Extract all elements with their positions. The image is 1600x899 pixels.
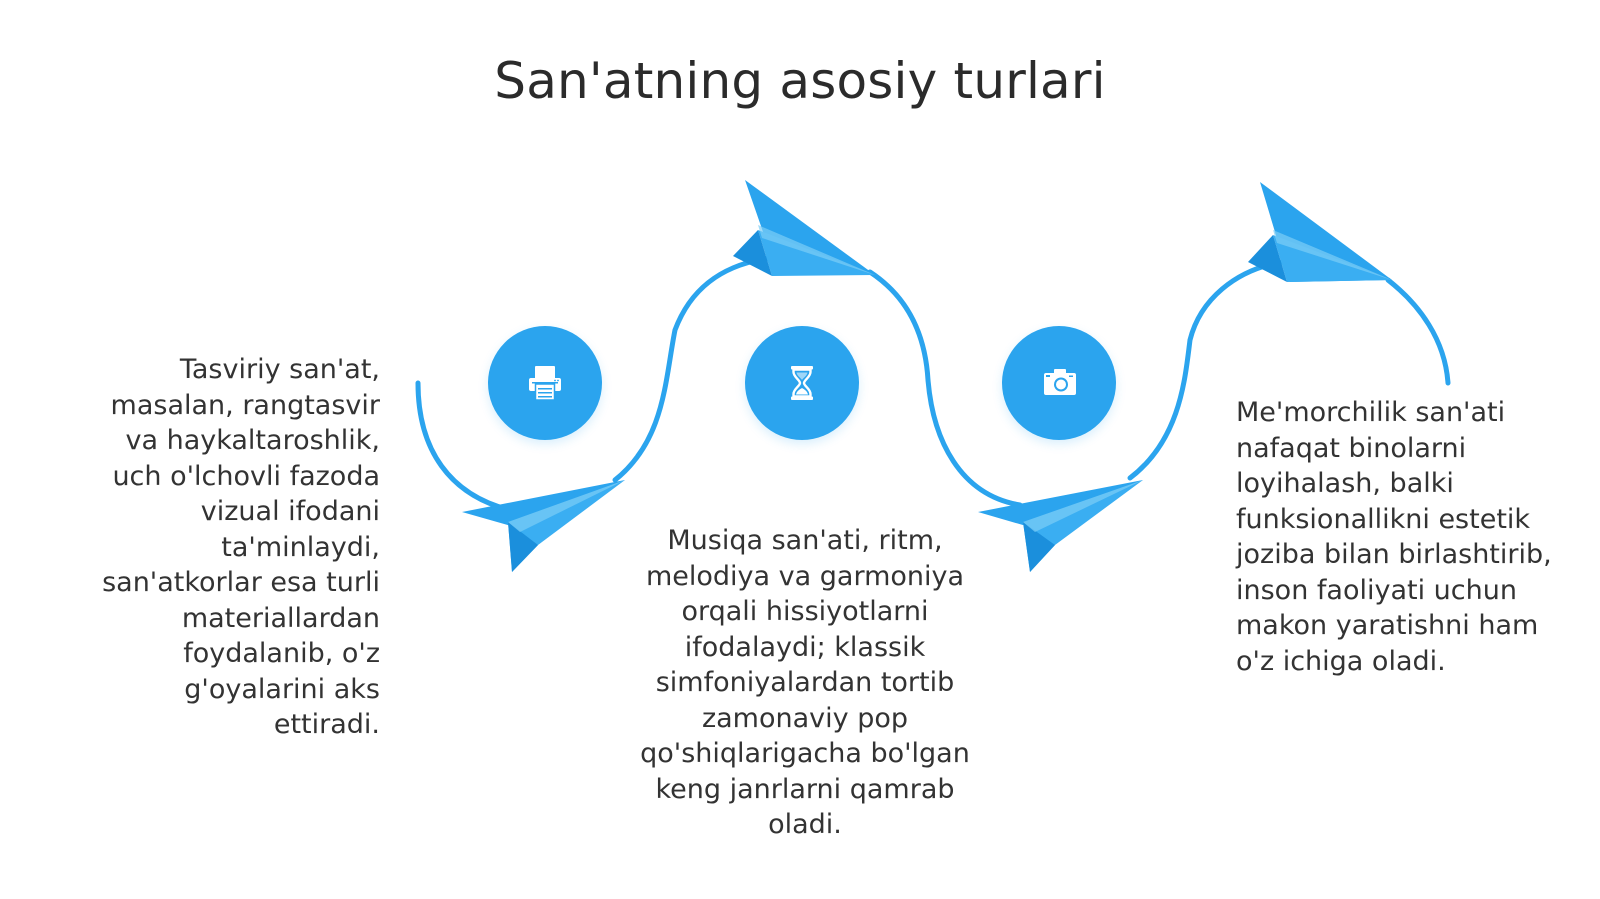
slide-title: San'atning asosiy turlari	[494, 52, 1106, 110]
step-3-icon-circle	[1002, 326, 1116, 440]
step-2-icon-circle	[745, 326, 859, 440]
hourglass-icon	[791, 366, 813, 400]
camera-icon	[1044, 369, 1076, 395]
paper-plane-3	[978, 480, 1143, 572]
paper-plane-1	[462, 480, 625, 572]
wave-line	[415, 255, 1451, 513]
step-3-description: Me'morchilik san'ati nafaqat binolarni l…	[1236, 397, 1552, 677]
step-1-description: Tasviriy san'at, masalan, rangtasvir va …	[102, 354, 380, 740]
paper-plane-2	[733, 180, 875, 276]
paper-plane-4	[1248, 182, 1392, 282]
step-2-description: Musiqa san'ati, ritm, melodiya va garmon…	[640, 525, 970, 840]
step-1-icon-circle	[488, 326, 602, 440]
printer-icon	[529, 366, 561, 401]
